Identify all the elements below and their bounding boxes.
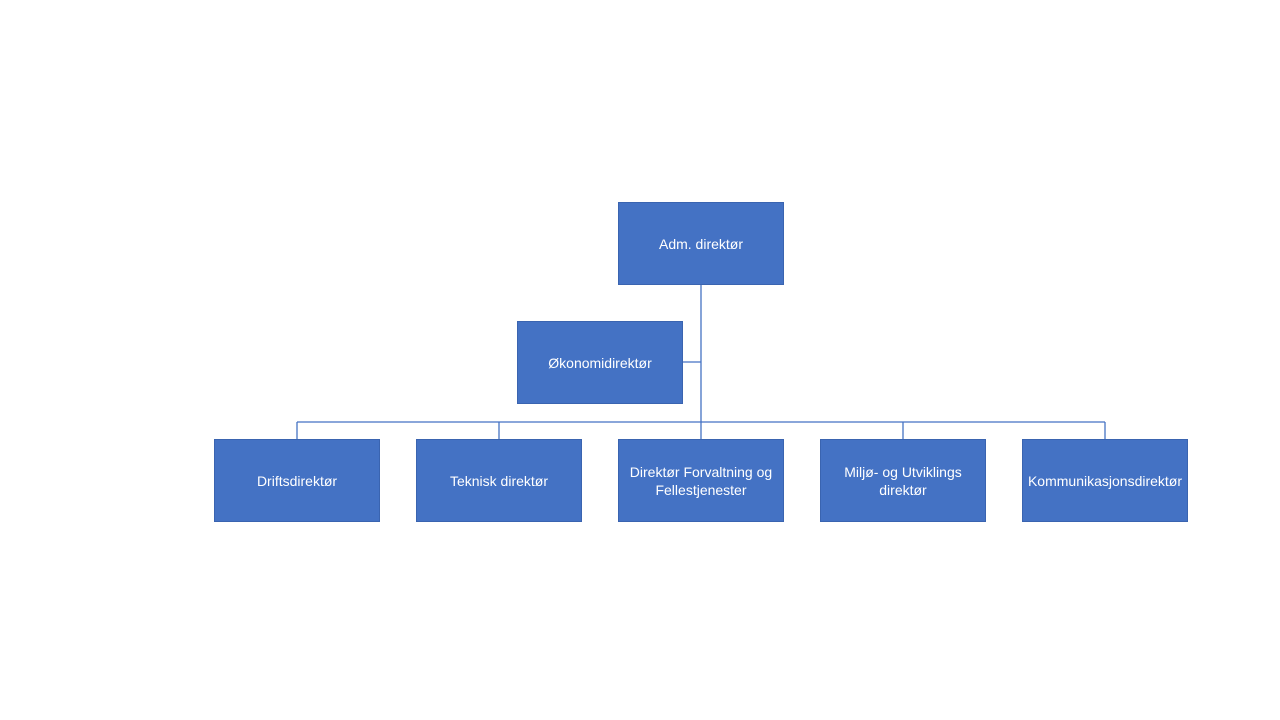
node-label: Økonomidirektør [548, 354, 652, 371]
node-label: Teknisk direktør [449, 472, 549, 489]
node-label: Driftsdirektør [256, 472, 338, 489]
node-miljo-utviklings-direktor[interactable]: Miljø- og Utviklings direktør [820, 439, 986, 522]
node-label: Adm. direktør [658, 235, 743, 252]
node-okonomidirektor[interactable]: Økonomidirektør [517, 321, 683, 404]
node-kommunikasjonsdirektor[interactable]: Kommunikasjonsdirektør [1022, 439, 1188, 522]
node-driftsdirektor[interactable]: Driftsdirektør [214, 439, 380, 522]
node-adm-direktor[interactable]: Adm. direktør [618, 202, 784, 285]
node-label: Direktør Forvaltning og Fellestjenester [629, 463, 773, 498]
node-label: Kommunikasjonsdirektør [1027, 472, 1183, 489]
node-direktor-forvaltning-fellestjenester[interactable]: Direktør Forvaltning og Fellestjenester [618, 439, 784, 522]
node-label: Miljø- og Utviklings direktør [844, 463, 962, 498]
node-teknisk-direktor[interactable]: Teknisk direktør [416, 439, 582, 522]
